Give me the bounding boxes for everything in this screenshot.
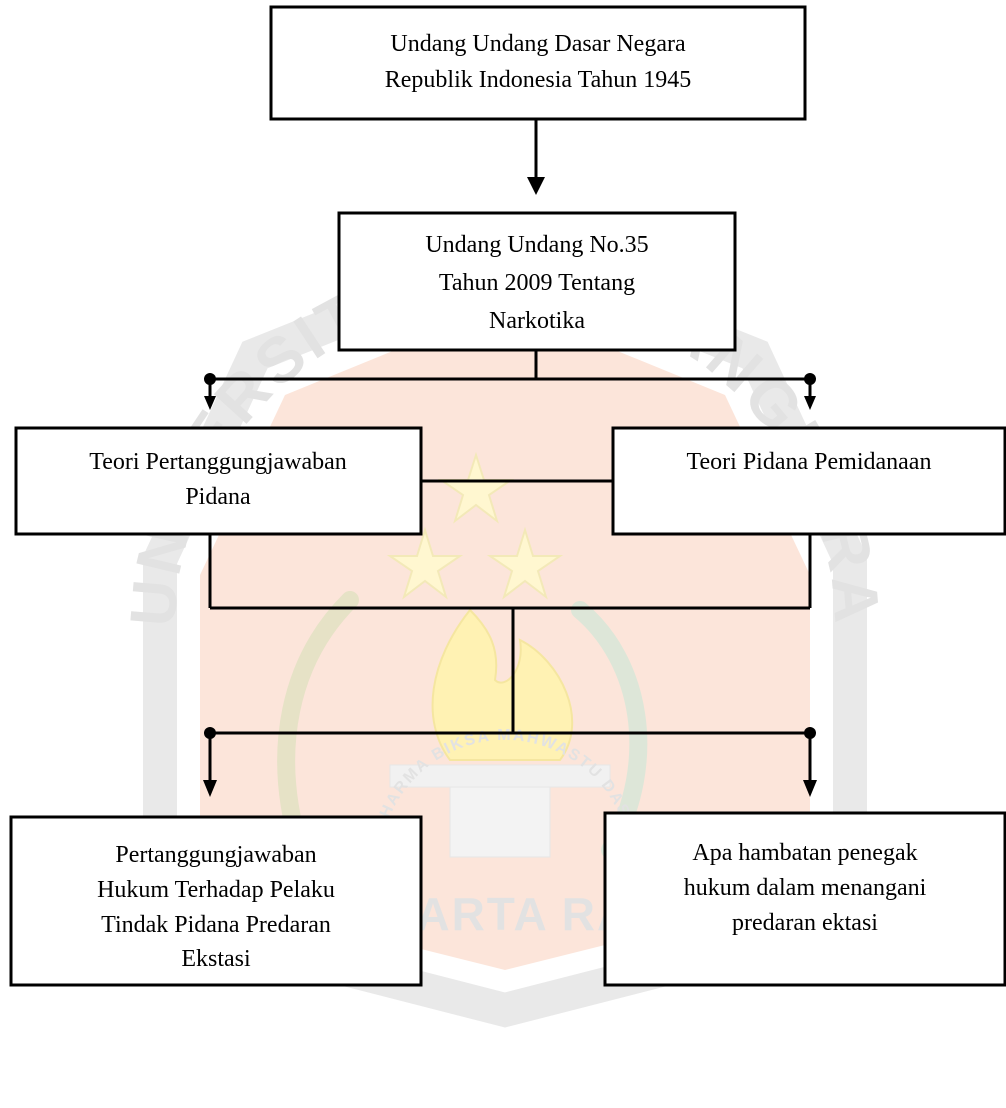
node-teori-pidana-line-1: Teori Pidana Pemidanaan	[687, 449, 932, 475]
node-uud-line-1: Undang Undang Dasar Negara	[390, 31, 686, 57]
watermark-star-right	[486, 526, 564, 600]
arrow-head-teori-left	[204, 396, 216, 410]
watermark-torch-flame	[431, 608, 574, 761]
watermark-star-left	[386, 526, 464, 600]
node-hambatan-box	[603, 811, 1006, 987]
node-hambatan-line-3: predaran ektasi	[732, 910, 878, 936]
node-teori-pidana: Teori Pidana Pemidanaan	[611, 426, 1006, 536]
node-uud-line-2: Republik Indonesia Tahun 1945	[385, 67, 692, 93]
node-pertanggungjawaban-hukum-line-4: Ekstasi	[181, 946, 251, 972]
node-uu35-line-2: Tahun 2009 Tentang	[439, 270, 635, 296]
node-hambatan-line-1: Apa hambatan penegak	[692, 840, 917, 866]
node-uud-box	[269, 5, 807, 121]
arrow-head-teori-right	[804, 396, 816, 410]
node-pertanggungjawaban-hukum-box	[9, 815, 423, 987]
arrow-head-hambatan	[803, 780, 817, 797]
node-teori-pertanggungjawaban-line-1: Teori Pertanggungjawaban	[89, 449, 347, 475]
node-teori-pertanggungjawaban: Teori Pertanggungjawaban Pidana	[14, 426, 423, 536]
node-pertanggungjawaban-hukum-line-3: Tindak Pidana Predaran	[101, 912, 331, 938]
node-uud: Undang Undang Dasar Negara Republik Indo…	[269, 5, 807, 121]
node-hambatan-line-2: hukum dalam menangani	[684, 875, 927, 901]
node-teori-pertanggungjawaban-box	[14, 426, 423, 536]
node-pertanggungjawaban-hukum-line-2: Hukum Terhadap Pelaku	[97, 877, 335, 903]
node-uu35: Undang Undang No.35 Tahun 2009 Tentang N…	[337, 211, 737, 352]
watermark-wheat	[277, 591, 359, 859]
node-hambatan: Apa hambatan penegak hukum dalam menanga…	[603, 811, 1006, 987]
node-uu35-line-3: Narkotika	[489, 308, 585, 334]
arrow-head-pertanggungjawaban	[203, 780, 217, 797]
arrow-head-uu35	[527, 177, 545, 195]
node-teori-pertanggungjawaban-line-2: Pidana	[185, 484, 251, 510]
node-pertanggungjawaban-hukum: Pertanggungjawaban Hukum Terhadap Pelaku…	[9, 815, 423, 987]
node-pertanggungjawaban-hukum-line-1: Pertanggungjawaban	[115, 842, 316, 868]
node-teori-pidana-box	[611, 426, 1006, 536]
node-uu35-box	[337, 211, 737, 352]
watermark-torch-stem	[449, 786, 551, 858]
node-uu35-line-1: Undang Undang No.35	[425, 232, 648, 258]
connectors	[203, 119, 817, 797]
